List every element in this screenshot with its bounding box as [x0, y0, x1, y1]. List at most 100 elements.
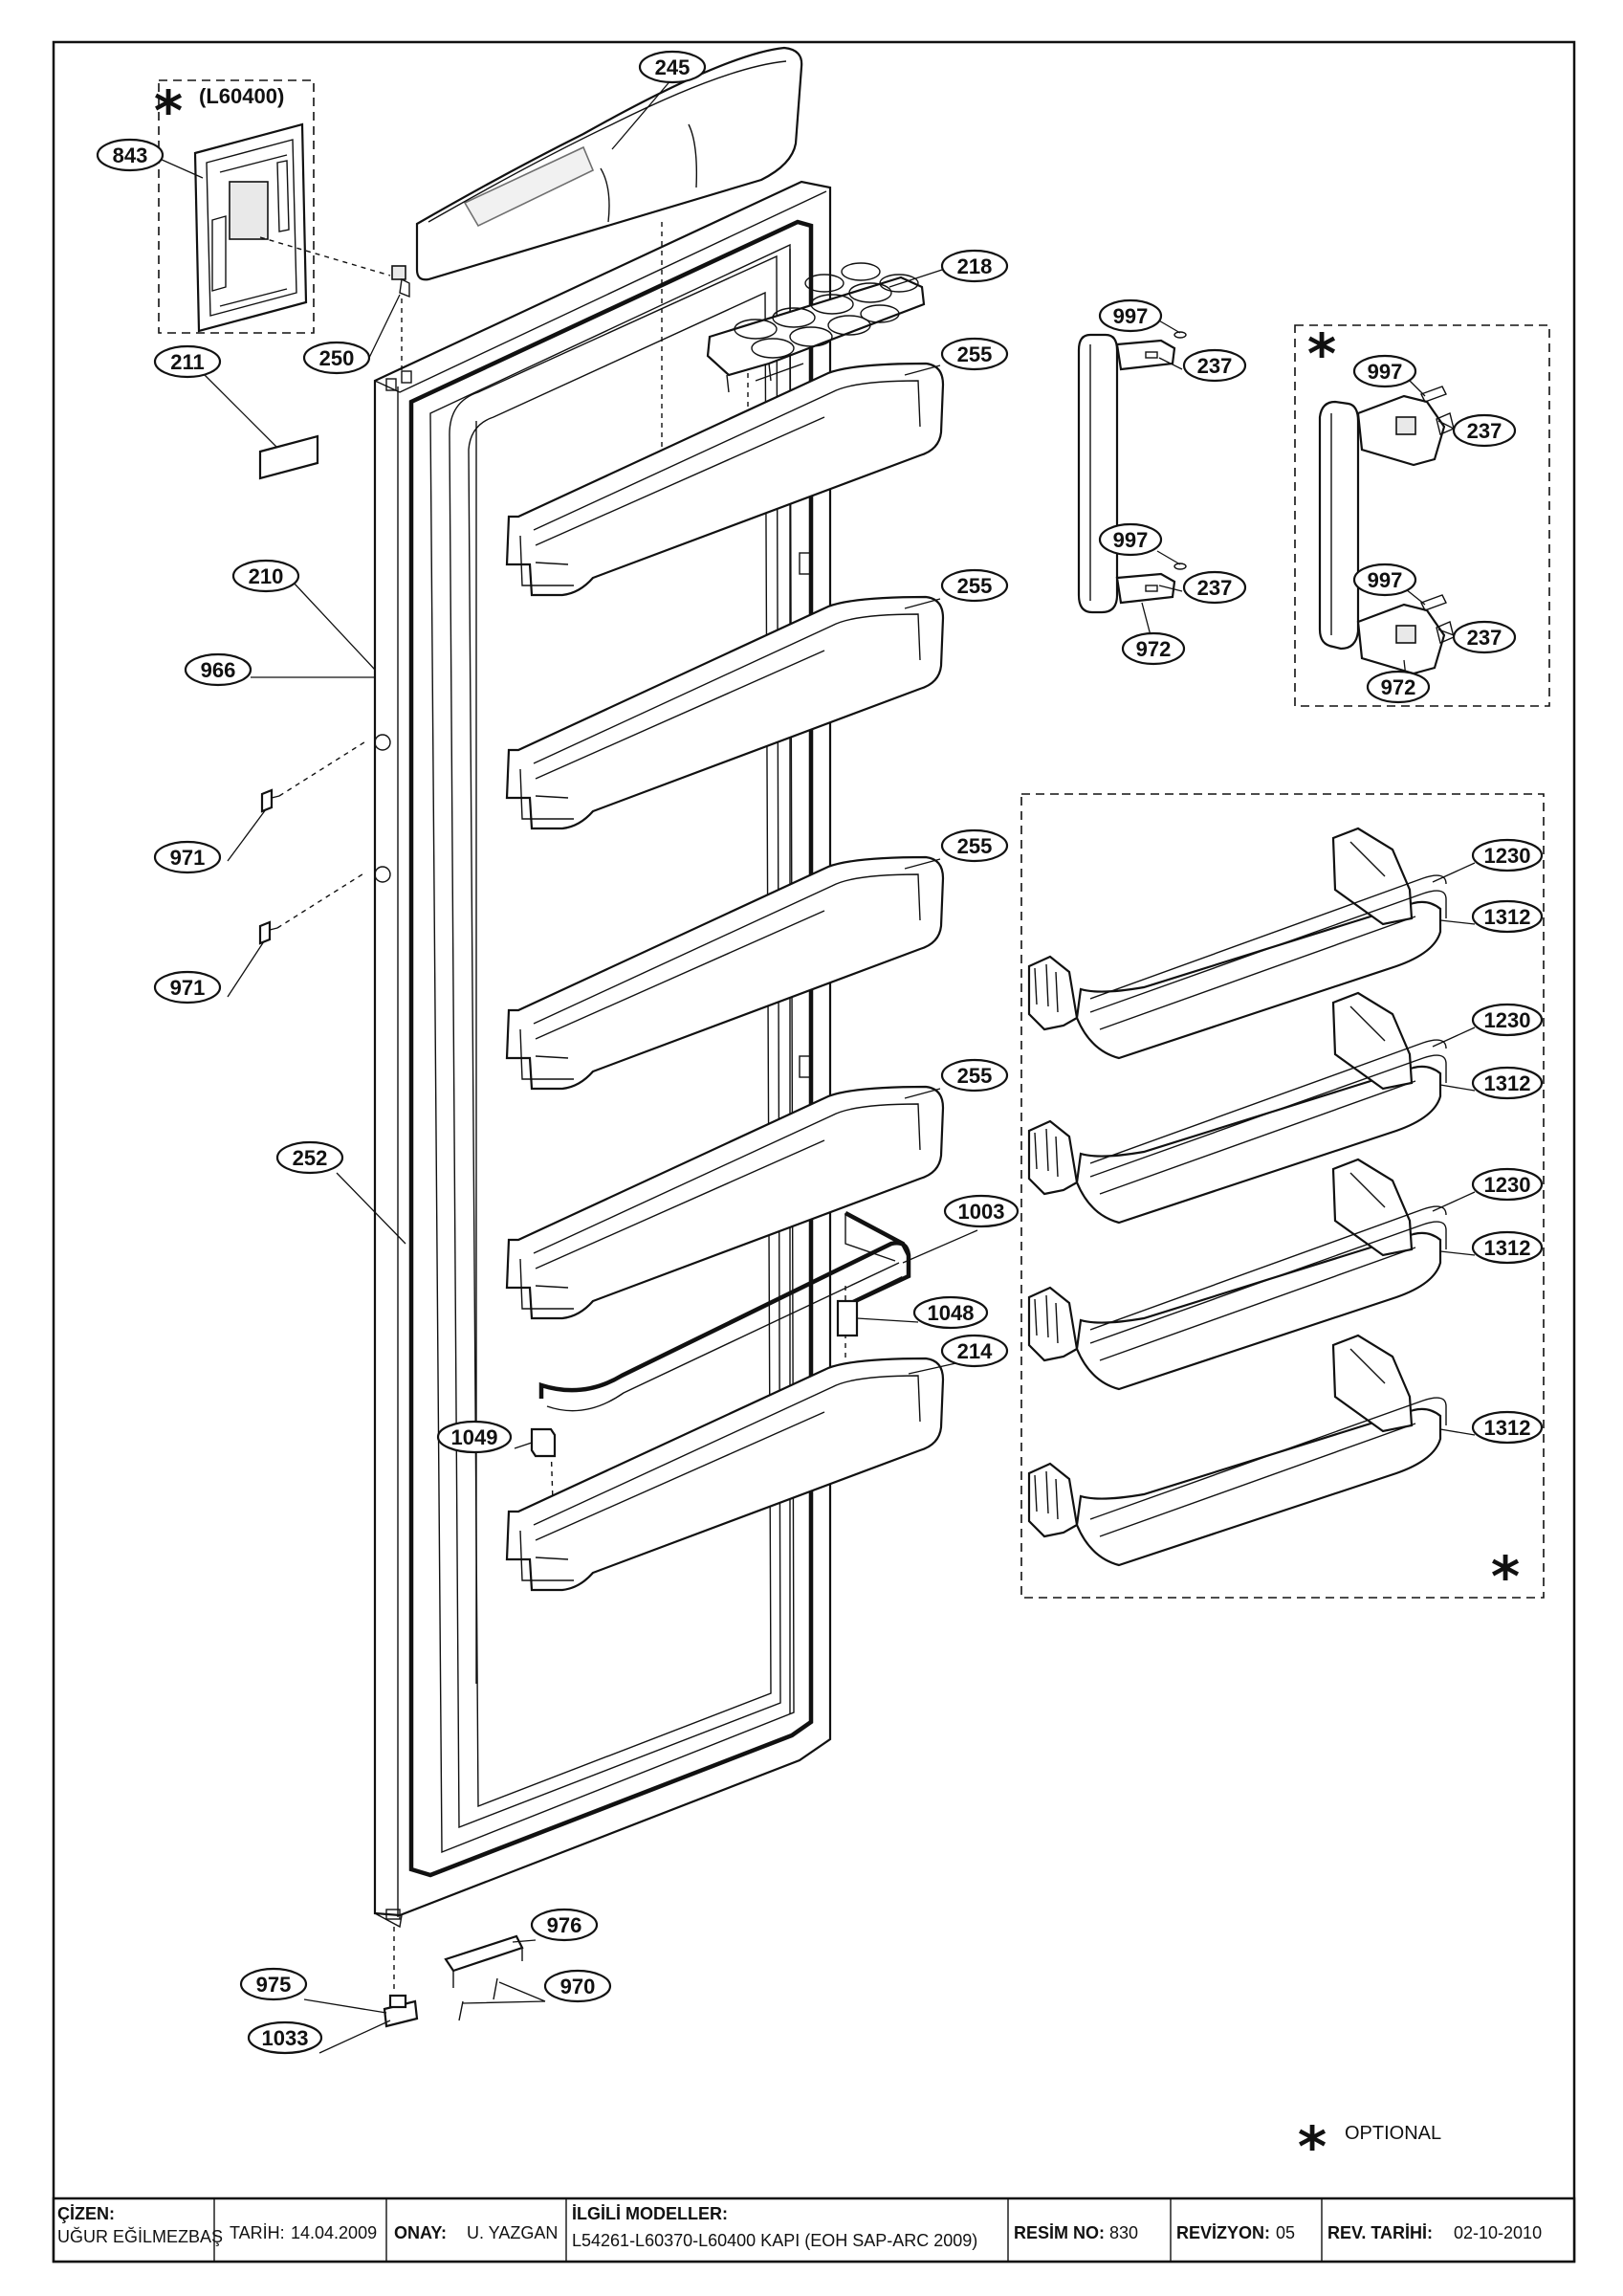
clip-1049 — [530, 1427, 557, 1458]
svg-text:971: 971 — [170, 976, 206, 1000]
optional-group-wire-shelves — [1020, 793, 1545, 1599]
legend-optional-label: OPTIONAL — [1345, 2123, 1441, 2144]
svg-text:1230: 1230 — [1484, 844, 1531, 868]
svg-text:255: 255 — [957, 834, 993, 858]
callout-997: 997 — [1352, 354, 1417, 388]
callout-975: 975 — [239, 1967, 308, 2001]
svg-text:1230: 1230 — [1484, 1173, 1531, 1197]
callout-843: 843 — [96, 138, 164, 172]
handle-standard — [1077, 333, 1176, 614]
callout-997: 997 — [1352, 563, 1417, 597]
door-shelves — [505, 362, 945, 1592]
handle-optional — [1318, 394, 1455, 675]
approval-value: U. YAZGAN — [467, 2223, 558, 2242]
svg-text:1049: 1049 — [451, 1425, 498, 1449]
callout-237: 237 — [1182, 348, 1247, 383]
callout-1230: 1230 — [1471, 1003, 1544, 1037]
callout-255: 255 — [940, 568, 1009, 603]
callout-971: 971 — [153, 970, 222, 1004]
callout-1003: 1003 — [943, 1194, 1020, 1228]
svg-text:1312: 1312 — [1484, 1236, 1531, 1260]
svg-text:997: 997 — [1368, 360, 1403, 384]
legend-asterisk-icon: * — [1298, 2114, 1327, 2179]
svg-text:1312: 1312 — [1484, 905, 1531, 929]
optional-group-display — [158, 79, 315, 334]
screw-971 — [258, 920, 278, 945]
optional-asterisk-icon: * — [1307, 321, 1336, 386]
callout-237: 237 — [1182, 570, 1247, 605]
callout-255: 255 — [940, 337, 1009, 371]
callout-1312: 1312 — [1471, 1230, 1544, 1265]
callout-237: 237 — [1452, 413, 1517, 448]
svg-text:972: 972 — [1136, 637, 1172, 661]
svg-text:237: 237 — [1467, 419, 1502, 443]
top-cover-245 — [415, 46, 803, 281]
svg-text:1312: 1312 — [1484, 1416, 1531, 1440]
svg-text:255: 255 — [957, 1064, 993, 1088]
wire-shelves — [1027, 827, 1447, 1567]
callout-997: 997 — [1098, 522, 1163, 557]
display-card-843 — [193, 122, 308, 333]
callout-245: 245 — [638, 50, 707, 84]
clip-250 — [391, 265, 410, 298]
revision-date-value: 02-10-2010 — [1454, 2223, 1542, 2242]
svg-text:997: 997 — [1113, 304, 1149, 328]
revision-label: REVİZYON: — [1176, 2223, 1270, 2242]
svg-text:976: 976 — [547, 1913, 582, 1937]
svg-text:997: 997 — [1113, 528, 1149, 552]
revision-date-label: REV. TARİHİ: — [1327, 2223, 1433, 2242]
callout-1312: 1312 — [1471, 1410, 1544, 1445]
callout-210: 210 — [231, 559, 300, 593]
svg-text:237: 237 — [1467, 626, 1502, 650]
callout-1033: 1033 — [247, 2020, 323, 2055]
callout-972: 972 — [1366, 670, 1431, 704]
callout-1230: 1230 — [1471, 838, 1544, 872]
callout-970: 970 — [543, 1969, 612, 2003]
screw-971 — [260, 788, 280, 813]
svg-text:966: 966 — [201, 658, 236, 682]
drawn-by-label: ÇİZEN: — [57, 2204, 115, 2223]
svg-text:214: 214 — [957, 1339, 993, 1363]
callout-971: 971 — [153, 840, 222, 874]
svg-text:237: 237 — [1197, 354, 1233, 378]
revision-value: 05 — [1276, 2223, 1295, 2242]
svg-text:210: 210 — [249, 564, 284, 588]
callout-1230: 1230 — [1471, 1167, 1544, 1202]
callout-976: 976 — [530, 1908, 599, 1942]
drawing-no-label: RESİM NO: — [1014, 2223, 1105, 2242]
callout-255: 255 — [940, 828, 1009, 863]
door-gasket — [408, 219, 814, 1878]
drawn-by-value: UĞUR EĞİLMEZBAŞ — [57, 2226, 223, 2246]
related-models-label: İLGİLİ MODELLER: — [572, 2204, 728, 2223]
svg-text:211: 211 — [170, 350, 205, 374]
svg-text:1048: 1048 — [928, 1301, 975, 1325]
title-block: ÇİZEN: UĞUR EĞİLMEZBAŞ TARİH: 14.04.2009… — [52, 2197, 1576, 2263]
leader-lines — [150, 77, 1476, 2054]
svg-text:245: 245 — [655, 55, 691, 79]
date-label: TARİH: — [230, 2223, 285, 2242]
callout-1048: 1048 — [912, 1295, 989, 1330]
display-group-model: (L60400) — [199, 84, 284, 108]
egg-tray-218 — [706, 262, 926, 393]
callout-252: 252 — [275, 1140, 344, 1175]
clip-1048 — [836, 1299, 859, 1337]
callout-966: 966 — [184, 652, 252, 687]
svg-text:255: 255 — [957, 342, 993, 366]
drawing-no-value: 830 — [1109, 2223, 1138, 2242]
date-value: 14.04.2009 — [291, 2223, 377, 2242]
svg-text:218: 218 — [957, 254, 993, 278]
callout-1312: 1312 — [1471, 899, 1544, 934]
optional-asterisk-icon: * — [1491, 1544, 1520, 1609]
svg-text:1230: 1230 — [1484, 1008, 1531, 1032]
callout-255: 255 — [940, 1058, 1009, 1093]
callout-237: 237 — [1452, 620, 1517, 654]
callout-1312: 1312 — [1471, 1066, 1544, 1100]
svg-text:255: 255 — [957, 574, 993, 598]
svg-text:252: 252 — [293, 1146, 328, 1170]
callout-972: 972 — [1121, 631, 1186, 666]
svg-text:250: 250 — [319, 346, 355, 370]
callout-1049: 1049 — [436, 1420, 513, 1454]
svg-text:972: 972 — [1381, 675, 1416, 699]
svg-text:1033: 1033 — [262, 2026, 309, 2050]
